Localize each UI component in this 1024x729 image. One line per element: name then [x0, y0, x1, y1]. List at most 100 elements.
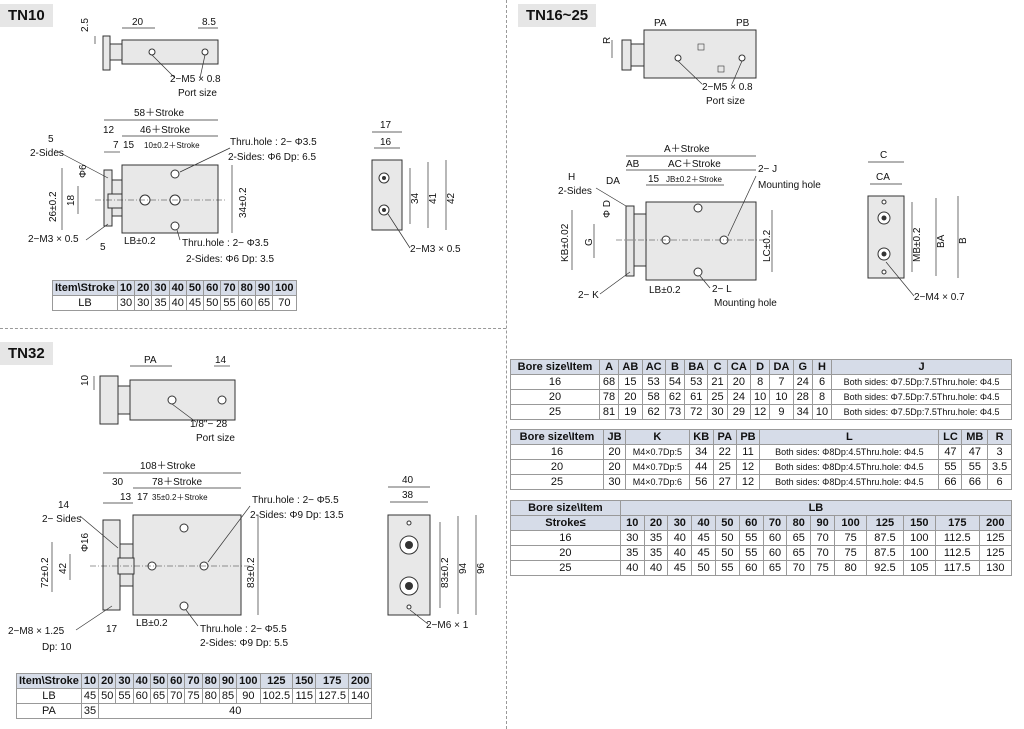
tn16-dim-15: 15 — [648, 174, 660, 185]
tn32-port-label: 1/8"− 28 — [190, 419, 228, 430]
table-cell: 45 — [667, 560, 693, 576]
table-cell: 50 — [715, 515, 740, 531]
tn10-top-view: 20 8.5 2.5 2−M5 × 0.8 Port size — [80, 17, 221, 99]
table-cell: 30 — [667, 515, 693, 531]
row-label-cell: Bore size\Item — [510, 359, 600, 375]
tn10-port-label: 2−M5 × 0.8 — [170, 74, 221, 85]
table-cell: 66 — [961, 474, 989, 490]
table-cell: 40 — [667, 545, 693, 561]
table-cell: 30 — [115, 673, 134, 689]
tn10-dim-12: 12 — [103, 125, 115, 136]
table-cell: 150 — [902, 515, 936, 531]
table-cell: 47 — [961, 444, 989, 460]
table-cell: 21 — [707, 374, 728, 390]
table-cell: 20 — [618, 389, 643, 405]
tn32-thru-top-2: 2-Sides: Φ9 Dp: 13.5 — [250, 510, 344, 521]
tn32-side-38: 38 — [402, 490, 414, 501]
table-cell: 60 — [203, 280, 222, 296]
table-cell: 80 — [786, 515, 812, 531]
table-cell: 22 — [712, 444, 737, 460]
tn32-dim-35-stroke: 35±0.2＋Stroke — [152, 493, 208, 502]
tn10-side-34: 34 — [410, 192, 421, 204]
tn16-k: 2− K — [578, 290, 599, 301]
table-cell: 30 — [602, 474, 627, 490]
table-cell: 55 — [738, 545, 764, 561]
pa-first-value: 35 — [80, 703, 100, 719]
table-cell: 50 — [98, 688, 117, 704]
table-cell: 70 — [786, 560, 812, 576]
table-cell: 10 — [811, 404, 833, 420]
tn32-side-view: 40 38 83±0.2 94 96 2−M6 × 1 — [387, 475, 487, 631]
tn10-thru-bot-1: Thru.hole : 2− Φ3.5 — [182, 238, 269, 249]
table-cell: 72 — [684, 404, 709, 420]
tn32-phi16: Φ16 — [80, 532, 91, 552]
row-label-cell: Bore size\Item — [510, 429, 604, 445]
tn16-lc: LC±0.2 — [762, 229, 773, 262]
tn10-side-17: 17 — [380, 120, 392, 131]
table-cell: 55 — [715, 560, 740, 576]
table-cell: 65 — [149, 688, 169, 704]
row-label-cell: LB — [52, 295, 118, 311]
table-cell: 130 — [978, 560, 1013, 576]
tn10-side-42: 42 — [446, 192, 457, 204]
table-cell: 80 — [201, 688, 220, 704]
table-cell: 20 — [726, 374, 752, 390]
table-cell: MB — [961, 429, 989, 445]
table-cell: 40 — [691, 515, 717, 531]
table-cell: 40 — [619, 560, 645, 576]
table-cell: 25 — [712, 459, 737, 475]
table-cell: J — [831, 359, 1012, 375]
table-cell: M4×0.7Dp:5 — [625, 444, 690, 460]
vertical-divider — [506, 0, 507, 729]
tn16-mount-top: Mounting hole — [758, 180, 821, 191]
table-cell: 30 — [151, 280, 170, 296]
table-cell: 60 — [762, 530, 788, 546]
tn10-side-m3: 2−M3 × 0.5 — [410, 244, 461, 255]
table-cell: 65 — [254, 295, 274, 311]
table-cell: 40 — [168, 295, 187, 311]
table-cell: 45 — [691, 530, 717, 546]
tn10-dim-5-top: 5 — [48, 134, 54, 145]
tn32-side-94: 94 — [458, 562, 469, 574]
tn32-front-dim-14: 14 — [58, 500, 70, 511]
tn32-thru-bot-1: Thru.hole : 2− Φ5.5 — [200, 624, 287, 635]
tn32-top-view: PA 14 10 1/8"− 28 Port size — [80, 355, 236, 444]
table-cell: 40 — [132, 673, 151, 689]
tn32-side-83: 83±0.2 — [440, 557, 451, 588]
tn10-dim-18: 18 — [66, 194, 77, 206]
table-cell: 56 — [688, 474, 714, 490]
table-cell: 34 — [792, 404, 813, 420]
table-cell: 112.5 — [934, 545, 980, 561]
table-cell: 53 — [641, 374, 666, 390]
tn10-front-view: 58＋Stroke 46＋Stroke 12 7 15 10±0.2＋Strok… — [28, 108, 317, 265]
table-cell: 60 — [132, 688, 151, 704]
table-cell: 10 — [116, 280, 136, 296]
horizontal-divider — [0, 328, 506, 329]
tn10-lb: LB±0.2 — [124, 236, 156, 247]
table-cell: 125 — [978, 530, 1013, 546]
tn32-dim-72: 72±0.2 — [40, 557, 51, 588]
tn16-side-ba: BA — [936, 234, 947, 248]
row-label-cell: 20 — [510, 389, 600, 405]
table-cell: 6 — [987, 474, 1012, 490]
tn10-thru-top-2: 2-Sides: Φ6 Dp: 6.5 — [228, 152, 316, 163]
table-cell: 66 — [938, 474, 963, 490]
table-cell: 50 — [149, 673, 169, 689]
row-label-cell: Stroke≤ — [510, 515, 621, 531]
table-cell: 60 — [167, 673, 186, 689]
table-cell: 45 — [691, 545, 717, 561]
table-cell: 70 — [810, 545, 835, 561]
table-cell: 175 — [315, 673, 349, 689]
row-label-cell: 25 — [510, 560, 621, 576]
tn10-side-41: 41 — [428, 192, 439, 204]
table-cell: 200 — [347, 673, 373, 689]
row-label-cell: 25 — [510, 404, 600, 420]
table-cell: 7 — [769, 374, 794, 390]
